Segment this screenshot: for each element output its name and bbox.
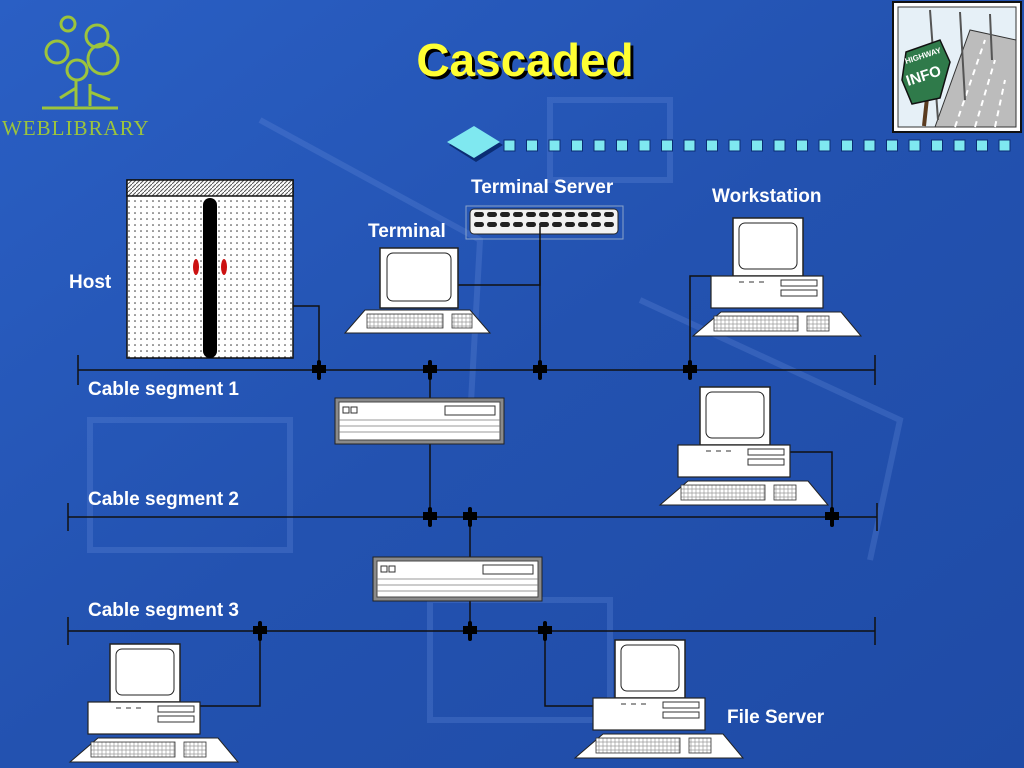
cable-tap [533, 360, 547, 380]
terminal-server [465, 205, 624, 240]
cable-tap [312, 360, 326, 380]
repeater-1 [334, 397, 505, 445]
decorative-dotted-line [447, 126, 1011, 162]
highway-info-sign-icon: HIGHWAY INFO [892, 1, 1022, 133]
cable-tap [253, 621, 267, 641]
terminal-device [343, 247, 492, 334]
host-label: Host [69, 272, 112, 293]
repeater-2 [372, 556, 543, 602]
cable-tap [463, 621, 477, 641]
logo-text: WEBLIBRARY [2, 116, 150, 140]
terminal-server-label: Terminal Server [471, 177, 614, 198]
terminal-label: Terminal [368, 221, 446, 242]
cable-taps [253, 360, 839, 641]
cable-segment-1-label: Cable segment 1 [88, 379, 239, 400]
tree-icon [42, 15, 120, 110]
weblibrary-logo: WEBLIBRARY [2, 15, 150, 140]
workstation-3-device [68, 643, 240, 763]
slide-title: Cascaded [416, 34, 633, 86]
cable-segment-2-label: Cable segment 2 [88, 489, 239, 510]
host-mainframe [126, 179, 294, 359]
slide-title-shadow: Cascaded [419, 37, 636, 89]
cable-tap [683, 360, 697, 380]
cable-tap [463, 507, 477, 527]
workstation-label: Workstation [712, 186, 821, 207]
file-server-label: File Server [727, 707, 825, 728]
cable-tap [825, 507, 839, 527]
workstation-device [691, 217, 863, 337]
cable-tap [538, 621, 552, 641]
workstation-2-device [658, 386, 830, 506]
cable-tap [423, 360, 437, 380]
cable-tap [423, 507, 437, 527]
cable-segment-3-label: Cable segment 3 [88, 600, 239, 621]
file-server-device [573, 639, 745, 759]
